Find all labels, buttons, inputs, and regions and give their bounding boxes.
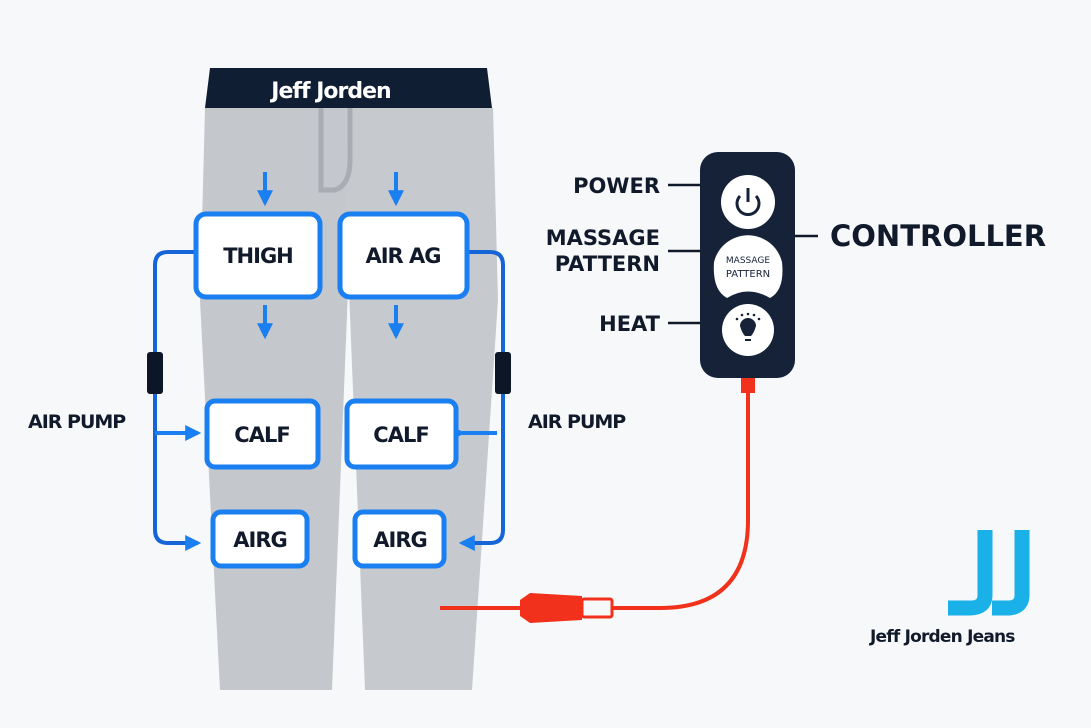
usb-cable — [440, 375, 755, 623]
power-label: POWER — [573, 174, 660, 198]
brand-logo — [948, 530, 1030, 616]
chamber-label: CALF — [234, 423, 289, 447]
usb-plug-icon — [520, 593, 582, 623]
heat-label: HEAT — [599, 312, 661, 336]
chamber-label: CALF — [373, 423, 428, 447]
chamber-thigh-left: THIGH — [193, 211, 323, 300]
fly-seam — [318, 108, 353, 193]
heat-button[interactable] — [722, 304, 774, 356]
controller-title: CONTROLLER — [830, 219, 1046, 253]
waistband — [205, 68, 492, 108]
massage-label-line1: MASSAGE — [546, 226, 660, 250]
lightbulb-icon — [735, 312, 761, 341]
chamber-label: THIGH — [223, 244, 293, 268]
massage-pattern-button[interactable]: MASSAGE PATTERN — [713, 235, 783, 298]
chamber-ankle-right: AIRG — [352, 509, 447, 569]
controller: MASSAGE PATTERN — [700, 152, 795, 378]
right-pump-connector — [495, 352, 511, 394]
button-text: PATTERN — [726, 269, 770, 280]
air-pump-label-right: AIR PUMP — [528, 411, 626, 433]
waistband-label: Jeff Jorden — [269, 79, 390, 104]
right-tube — [458, 250, 505, 551]
chamber-ankle-left: AIRG — [210, 509, 310, 569]
left-pump-connector — [147, 352, 163, 394]
chamber-calf-right: CALF — [344, 398, 459, 470]
left-tube — [153, 250, 202, 551]
chamber-label: AIR AG — [365, 244, 440, 268]
chamber-thigh-right: AIR AG — [337, 211, 470, 300]
chambers: THIGH AIR AG CALF CALF AIRG AIRG — [193, 211, 470, 569]
massage-label-line2: PATTERN — [555, 252, 660, 276]
brand-name: Jeff Jorden Jeans — [869, 627, 1015, 647]
power-button[interactable] — [721, 175, 775, 229]
button-text: MASSAGE — [726, 256, 770, 266]
chamber-label: AIRG — [233, 528, 286, 552]
leader-lines — [668, 183, 818, 325]
airflow-arrows — [257, 172, 404, 340]
connectors — [147, 352, 511, 394]
chamber-calf-left: CALF — [204, 398, 321, 470]
air-pump-label-left: AIR PUMP — [28, 411, 126, 433]
power-icon — [735, 194, 761, 216]
pants: Jeff Jorden — [200, 68, 498, 690]
chamber-label: AIRG — [373, 528, 426, 552]
air-tubes — [153, 250, 505, 551]
